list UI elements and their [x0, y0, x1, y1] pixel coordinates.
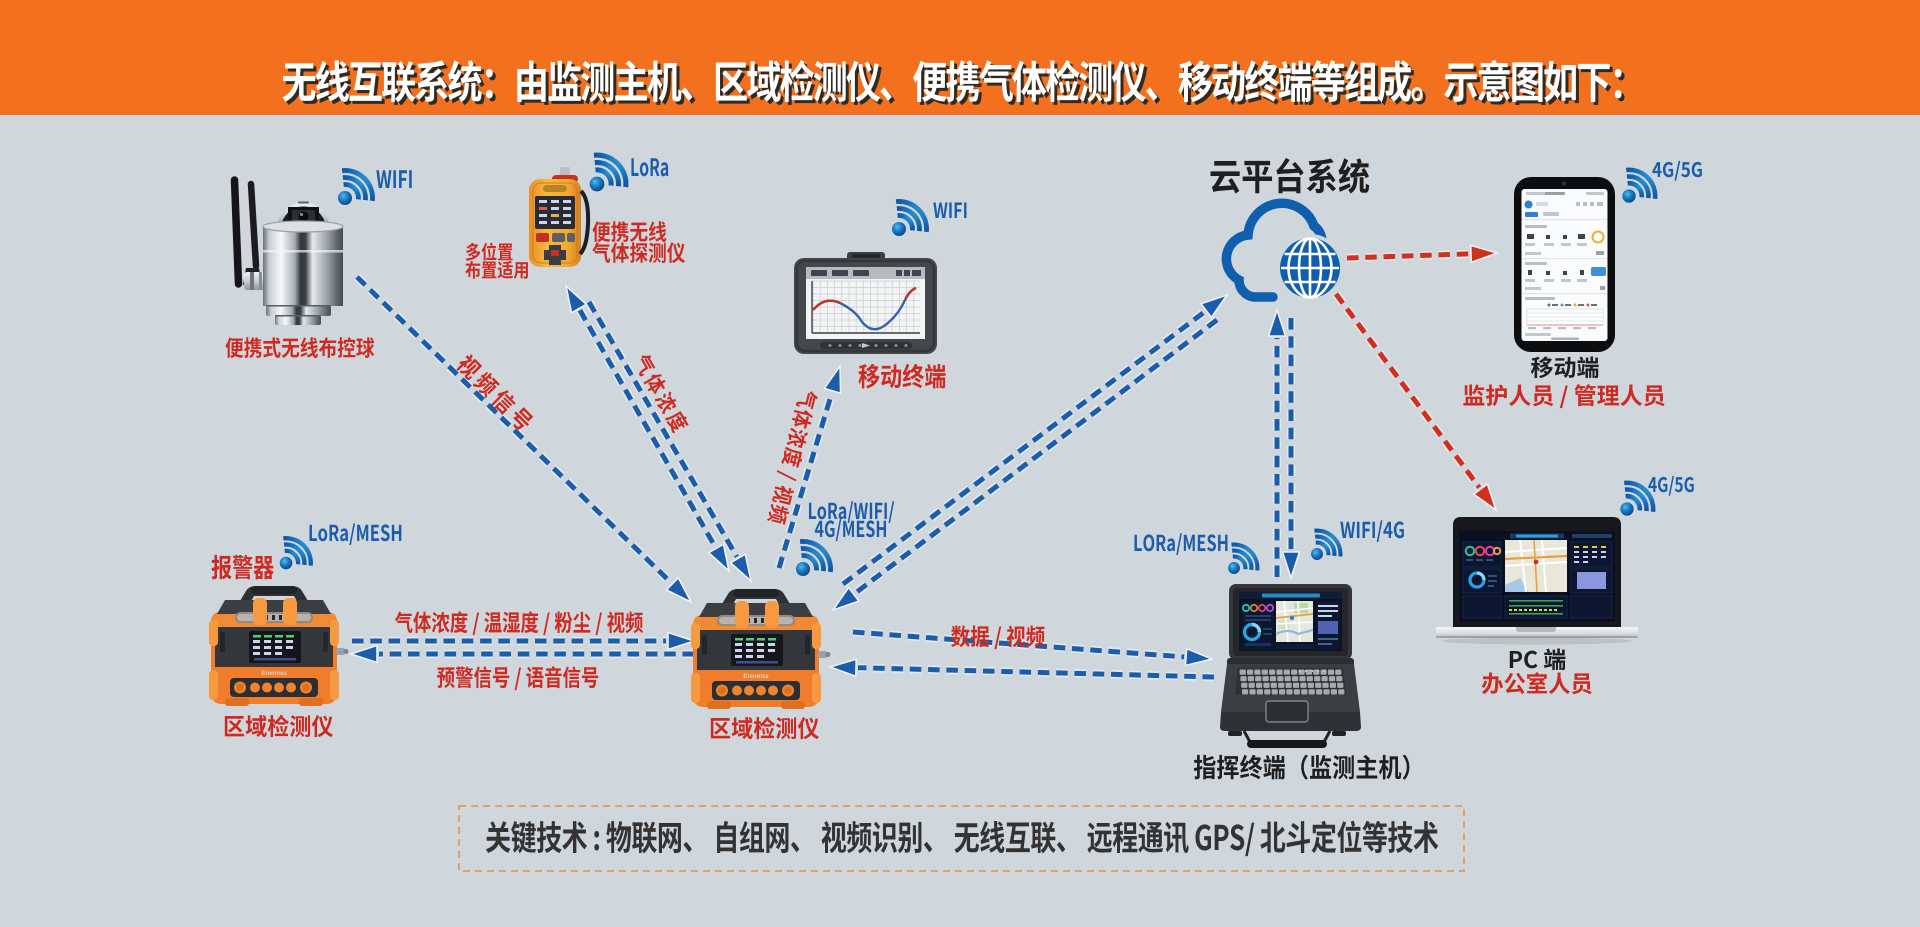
svg-text:Erenniss: Erenniss	[743, 674, 769, 680]
svg-text:Erenniss: Erenniss	[261, 671, 287, 677]
